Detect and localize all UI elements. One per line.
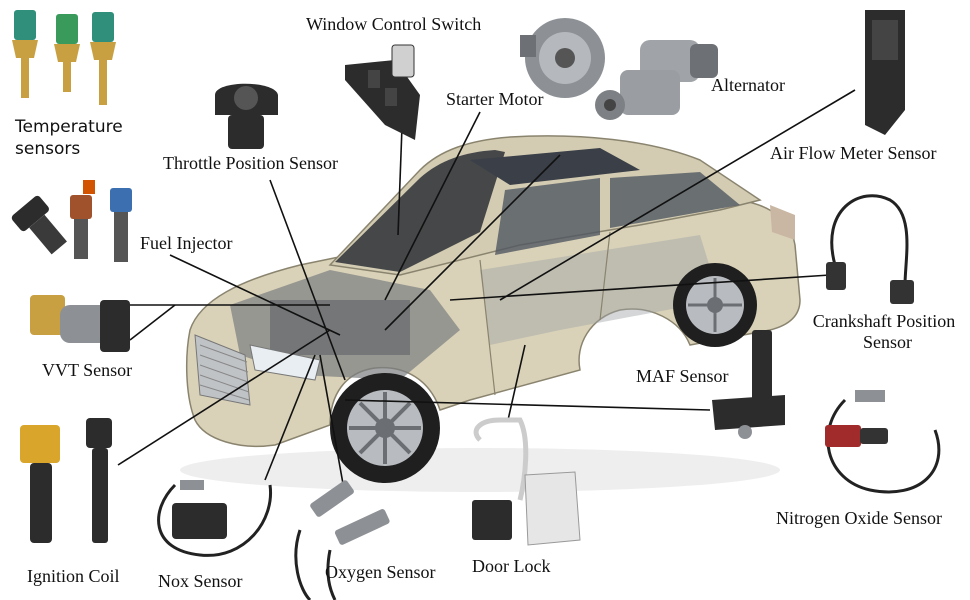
throttle-position-sensor-image (215, 83, 278, 149)
window-control-switch-image (345, 44, 420, 140)
rear-wheel (673, 263, 757, 347)
leader-maf (344, 399, 711, 411)
car-illustration (180, 135, 801, 492)
leader-ignition (117, 329, 331, 466)
temperature-sensors-label-line2: sensors (15, 139, 81, 159)
leader-oxygen (319, 354, 346, 496)
door-lock-label: Door Lock (472, 556, 551, 576)
nitrogen-oxide-sensor-image (825, 390, 941, 494)
oxygen-sensor-label: Oxygen Sensor (325, 562, 436, 582)
fuel-injector-image (11, 180, 132, 262)
nox-sensor-label: Nox Sensor (158, 571, 243, 591)
alternator-label: Alternator (711, 75, 785, 95)
temperature-sensors-label-line1: Temperature (15, 117, 123, 137)
door-lock-image (472, 417, 581, 546)
headlight (249, 344, 321, 381)
side-window-rear (610, 172, 740, 228)
ignition-coil-image (20, 418, 112, 543)
oxygen-sensor-image (294, 480, 390, 600)
side-window-front (495, 178, 600, 255)
window-control-switch-label: Window Control Switch (306, 14, 482, 34)
nitrogen-oxide-sensor-label: Nitrogen Oxide Sensor (776, 508, 942, 528)
leader-airflow (499, 89, 856, 301)
temperature-sensors-image (12, 10, 116, 105)
fuel-injector-label: Fuel Injector (140, 233, 233, 253)
maf-sensor-image (712, 330, 785, 439)
leader-door-lock (507, 344, 526, 421)
alternator-starter-image (520, 18, 718, 120)
crankshaft-position-sensor-label: Crankshaft Position Sensor (800, 311, 968, 353)
vvt-sensor-label: VVT Sensor (42, 360, 133, 380)
maf-sensor-label: MAF Sensor (636, 366, 729, 386)
vvt-sensor-image (30, 295, 130, 352)
leader-vvt-2 (129, 304, 176, 341)
throttle-position-sensor-label: Throttle Position Sensor (163, 153, 338, 173)
leader-starter (384, 111, 481, 301)
leader-lines (117, 89, 856, 496)
tail-light (770, 205, 795, 240)
leader-fuel-injector (169, 254, 341, 336)
front-wheel (330, 373, 440, 483)
starter-motor-label: Starter Motor (446, 89, 544, 109)
air-flow-meter-sensor-label: Air Flow Meter Sensor (770, 143, 937, 163)
sunroof (470, 148, 640, 185)
crankshaft-position-sensor-image (826, 194, 914, 304)
air-flow-meter-sensor-image (865, 10, 905, 135)
leader-alternator (384, 154, 561, 331)
windshield (335, 150, 505, 272)
ignition-coil-label: Ignition Coil (27, 566, 120, 586)
crankshaft-label-line1: Crankshaft Position (812, 311, 956, 331)
temperature-sensors-label: Temperature sensors (15, 116, 123, 160)
leader-crankshaft (449, 274, 831, 301)
leader-throttle (269, 179, 346, 381)
crankshaft-label-line2: Sensor (863, 332, 912, 352)
nox-sensor-image (157, 480, 273, 557)
leader-nox (264, 354, 316, 481)
